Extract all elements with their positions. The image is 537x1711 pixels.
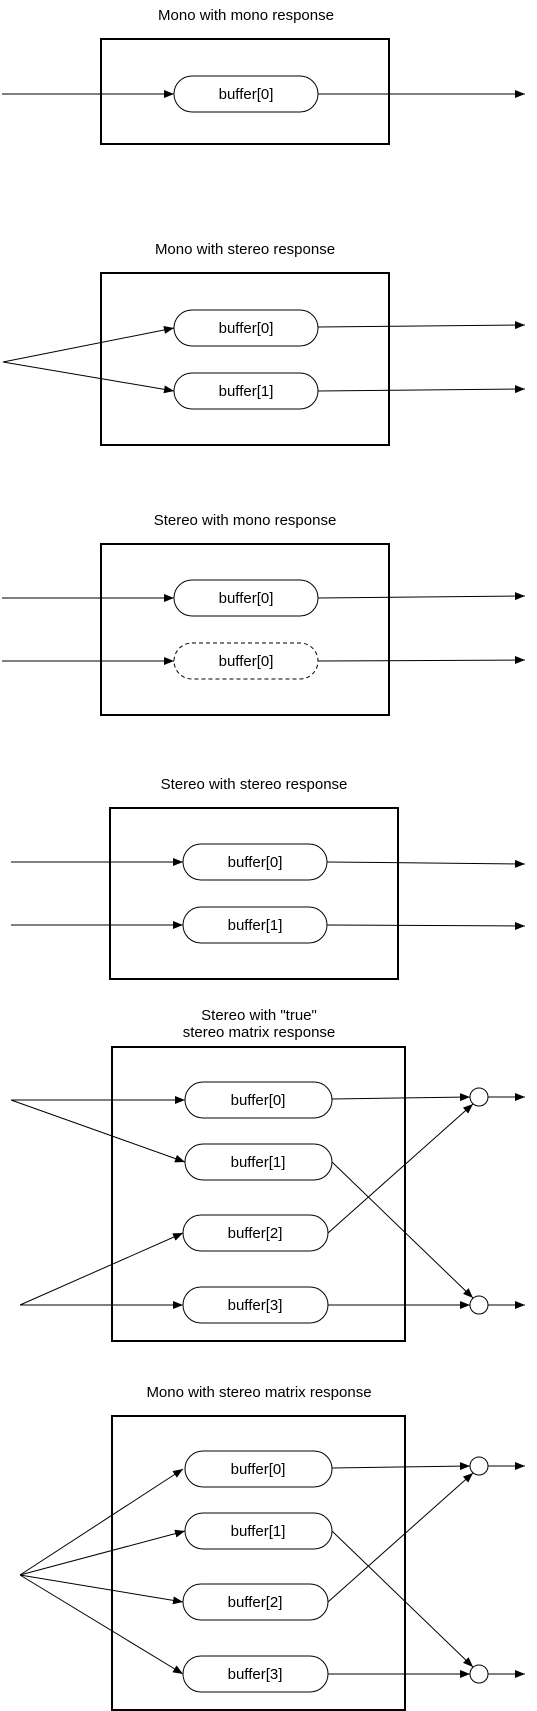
input-arrow <box>19 1468 184 1576</box>
output-arrow <box>317 385 526 394</box>
buffer-label: buffer[0] <box>219 590 274 607</box>
buffer-pill <box>182 906 328 944</box>
buffer-label: buffer[0] <box>231 1092 286 1109</box>
buffer-pill <box>173 372 319 410</box>
buffer-pill <box>173 309 319 347</box>
input-arrow <box>10 1099 186 1163</box>
output-arrow <box>326 921 526 930</box>
buffer-label: buffer[1] <box>228 917 283 934</box>
panel-mono-mono: Mono with mono response buffer[0] <box>2 7 525 145</box>
buffer-pill <box>184 1081 333 1119</box>
input-arrow <box>2 361 175 394</box>
panel-stereo-stereo: Stereo with stereo response buffer[0] bu… <box>11 776 526 980</box>
input-arrow <box>19 1232 184 1306</box>
panel-title: Mono with stereo response <box>155 241 335 258</box>
cross-arrow <box>331 1530 474 1668</box>
panel-stereo-mono: Stereo with mono response buffer[0] buff… <box>2 512 526 716</box>
sum-node <box>469 1295 489 1315</box>
buffer-label: buffer[2] <box>228 1225 283 1242</box>
buffer-pill <box>182 1583 329 1621</box>
sum-node <box>469 1456 489 1476</box>
convolver-box <box>100 543 390 716</box>
buffer-pill <box>184 1450 333 1488</box>
convolver-box <box>100 38 390 145</box>
output-arrow <box>331 1462 471 1471</box>
convolver-box <box>100 272 390 446</box>
panel-title-line-2: stereo matrix response <box>183 1024 336 1041</box>
output-arrow <box>317 592 526 601</box>
sum-node <box>469 1664 489 1684</box>
buffer-pill <box>184 1512 333 1550</box>
buffer-pill <box>182 1286 329 1324</box>
input-arrow <box>19 1529 186 1576</box>
buffer-label: buffer[1] <box>231 1523 286 1540</box>
sum-node <box>469 1087 489 1107</box>
buffer-pill <box>182 1655 329 1693</box>
buffer-pill <box>182 1214 329 1252</box>
buffer-pill <box>184 1143 333 1181</box>
cross-arrow <box>327 1103 474 1234</box>
panel-mono-stereo: Mono with stereo response buffer[0] buff… <box>2 241 526 446</box>
buffer-label: buffer[0] <box>219 86 274 103</box>
buffer-label: buffer[2] <box>228 1594 283 1611</box>
panel-title: Mono with mono response <box>158 7 334 24</box>
input-arrow <box>2 326 175 363</box>
buffer-label: buffer[3] <box>228 1297 283 1314</box>
cross-arrow <box>327 1472 474 1603</box>
panel-title: Mono with stereo matrix response <box>146 1384 371 1401</box>
buffer-label: buffer[1] <box>231 1154 286 1171</box>
buffer-label: buffer[1] <box>219 383 274 400</box>
input-arrow <box>19 1574 184 1605</box>
buffer-label: buffer[3] <box>228 1666 283 1683</box>
buffer-pill <box>182 843 328 881</box>
output-arrow <box>331 1093 471 1102</box>
buffer-label: buffer[0] <box>228 854 283 871</box>
convolver-box <box>111 1046 406 1342</box>
buffer-pill <box>173 579 319 617</box>
buffer-pill <box>173 75 319 113</box>
panel-title: Stereo with mono response <box>154 512 337 529</box>
buffer-pill-dashed <box>173 642 319 680</box>
output-arrow <box>326 859 526 868</box>
output-arrow <box>317 321 526 330</box>
panel-title-line-1: Stereo with "true" <box>201 1007 317 1024</box>
panel-title: Stereo with stereo response <box>161 776 348 793</box>
input-arrow <box>19 1574 184 1675</box>
cross-arrow <box>331 1161 474 1299</box>
convolver-box <box>111 1415 406 1711</box>
buffer-label: buffer[0] <box>219 653 274 670</box>
buffer-label: buffer[0] <box>231 1461 286 1478</box>
panel-true-stereo-matrix: Stereo with "true" stereo matrix respons… <box>10 1007 525 1342</box>
convolver-box <box>109 807 399 980</box>
buffer-label: buffer[0] <box>219 320 274 337</box>
output-arrow <box>317 656 526 665</box>
panel-mono-stereo-matrix: Mono with stereo matrix response buffer[… <box>19 1384 525 1711</box>
